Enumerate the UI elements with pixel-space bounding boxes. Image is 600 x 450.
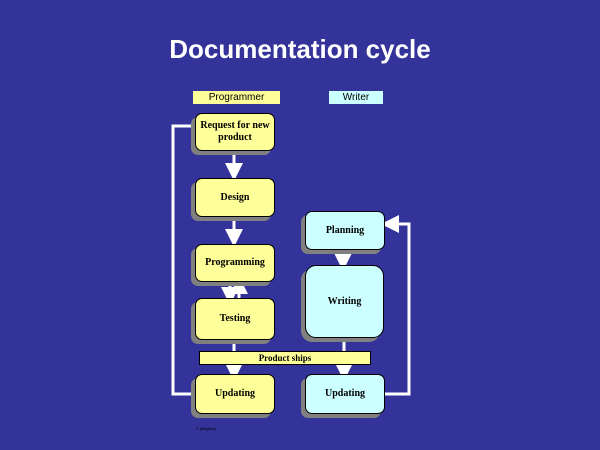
step-updating-writer: Updating xyxy=(305,374,385,414)
loop-writer xyxy=(381,215,411,396)
step-programming: Programming xyxy=(195,244,275,282)
step-updating-programmer: Updating xyxy=(195,374,275,414)
footnote: © (illegible) xyxy=(196,426,217,431)
step-planning: Planning xyxy=(305,211,385,250)
loop-programmer xyxy=(171,124,193,396)
milestone-product-ships: Product ships xyxy=(199,351,371,365)
slide-title: Documentation cycle xyxy=(169,34,431,64)
step-design: Design xyxy=(195,178,275,217)
step-writing: Writing xyxy=(305,265,384,338)
legend-programmer: Programmer xyxy=(193,91,280,104)
step-testing: Testing xyxy=(195,298,275,340)
step-request-new-product: Request for new product xyxy=(195,113,275,151)
legend-writer: Writer xyxy=(329,91,383,104)
